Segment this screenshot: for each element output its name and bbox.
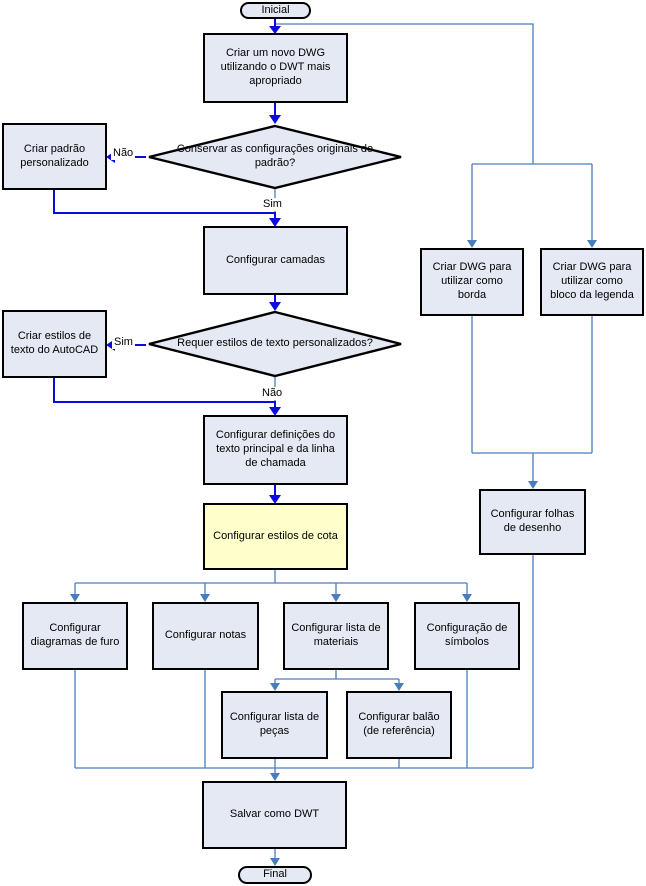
node-decision-custom-text: Requer estilos de texto personalizados? (146, 310, 404, 378)
node-configure-layers: Configurar camadas (203, 226, 348, 295)
light-connectors (70, 23, 597, 866)
node-decision-keep-defaults: Conservar as configurações originais do … (146, 124, 404, 190)
node-configure-sheets: Configurar folhas de desenho (479, 489, 586, 555)
diamond-shape (148, 124, 402, 190)
diamond-shape (148, 310, 402, 378)
node-create-titleblock-dwg: Criar DWG para utilizar como bloco da le… (540, 248, 644, 316)
node-create-custom-standard: Criar padrão personalizado (2, 123, 107, 190)
node-create-dwg: Criar um novo DWG utilizando o DWT mais … (203, 33, 348, 103)
node-configure-notes: Configurar notas (152, 602, 259, 670)
node-create-border-dwg: Criar DWG para utilizar como borda (420, 248, 524, 316)
edge-label-yes-2: Sim (112, 336, 135, 349)
node-save-dwt: Salvar como DWT (202, 781, 347, 849)
node-start-terminator: Inicial (240, 2, 311, 19)
edge-label-no-1: Não (111, 147, 136, 160)
edge-label-yes-1: Sim (261, 198, 284, 211)
node-configure-text-defs: Configurar definições do texto principal… (203, 415, 348, 485)
edge-label-no-2: Não (260, 387, 285, 400)
node-configure-balloon: Configurar balão (de referência) (346, 691, 452, 759)
decision-label: Conservar as configurações originais do … (176, 143, 374, 169)
node-create-text-styles: Criar estilos de texto do AutoCAD (2, 310, 107, 378)
node-configure-material-list: Configurar lista de materiais (283, 602, 389, 670)
node-configure-hole-charts: Configurar diagramas de furo (22, 602, 128, 670)
decision-label: Requer estilos de texto personalizados? (177, 337, 373, 350)
node-configure-parts-list: Configurar lista de peças (221, 691, 328, 759)
node-configure-symbols: Configuração de símbolos (414, 602, 520, 670)
node-configure-dim-styles: Configurar estilos de cota (203, 503, 348, 570)
node-end-terminator: Final (238, 866, 312, 884)
